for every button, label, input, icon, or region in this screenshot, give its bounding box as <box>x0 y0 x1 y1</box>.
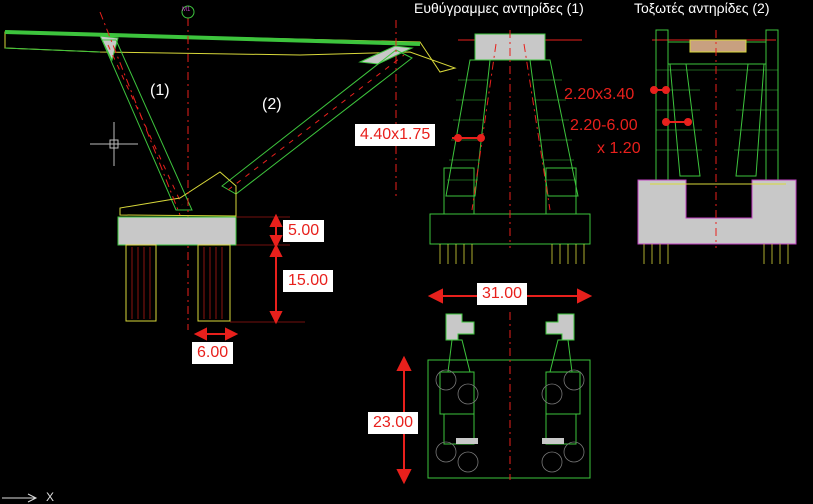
mid-leg-left <box>445 59 491 197</box>
ucs-axis-icon <box>2 493 38 503</box>
dim-strut-section-straight: 4.40x1.75 <box>355 124 436 146</box>
pile-cap <box>117 216 237 246</box>
node-marker-label: M1 <box>182 7 191 13</box>
plan-head-right <box>545 313 575 341</box>
plan-head-left <box>445 313 475 341</box>
arch-leg-right <box>735 63 765 177</box>
strut-2-label: (2) <box>262 96 282 113</box>
dim-plan-length: 23.00 <box>368 412 419 434</box>
dim-pile-length: 15.00 <box>283 270 334 292</box>
dim-plan-width: 31.00 <box>477 283 528 305</box>
deck-node-right <box>358 45 414 65</box>
dim-arched-section-var2: x 1.20 <box>597 140 641 157</box>
strut-2 <box>221 49 413 195</box>
deck-top-line <box>4 30 421 46</box>
axis-label: X <box>46 490 55 504</box>
strut-1-label: (1) <box>150 82 170 99</box>
strut-1 <box>101 39 193 211</box>
dim-cap-height: 5.00 <box>283 220 325 242</box>
title-arched-struts: Τοξωτές αντηρίδες (2) <box>634 0 770 16</box>
crosshair-cursor-icon <box>90 122 138 166</box>
arch-column-right <box>765 29 779 181</box>
dim-arched-section-var: 2.20-6.00 <box>570 117 638 134</box>
dim-pile-width: 6.00 <box>192 342 234 364</box>
mid-leg-right <box>529 59 579 197</box>
dim-arched-section-top: 2.20x3.40 <box>564 86 635 103</box>
plan-outline <box>427 359 591 479</box>
arch-leg-left <box>669 63 701 177</box>
pile-left <box>125 244 157 322</box>
node-marker-icon <box>181 5 195 19</box>
strut-base <box>119 171 237 217</box>
pile-right <box>197 244 231 322</box>
title-straight-struts: Ευθύγραμμες αντηρίδες (1) <box>414 0 584 16</box>
arch-column-left <box>655 29 669 181</box>
arch-pile-cap <box>637 179 797 245</box>
